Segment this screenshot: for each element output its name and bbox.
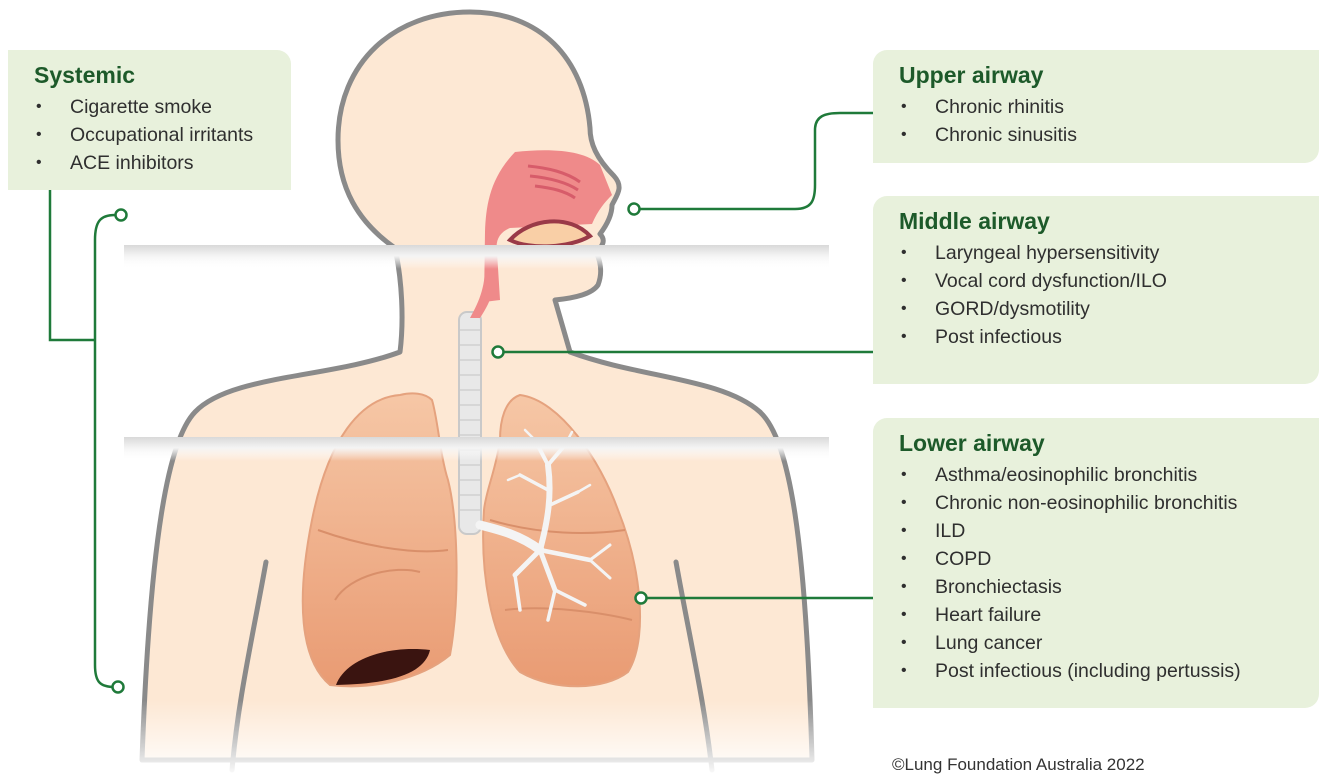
copyright-notice: ©Lung Foundation Australia 2022 (892, 755, 1145, 775)
list-item: Cigarette smoke (34, 93, 291, 121)
middle-airway-list: Laryngeal hypersensitivity Vocal cord dy… (899, 239, 1319, 351)
middle-airway-box: Middle airway Laryngeal hypersensitivity… (873, 196, 1319, 384)
systemic-list: Cigarette smoke Occupational irritants A… (34, 93, 291, 177)
list-item: Heart failure (899, 601, 1319, 629)
upper-level-band (124, 245, 829, 269)
lower-airway-list: Asthma/eosinophilic bronchitis Chronic n… (899, 461, 1319, 685)
upper-airway-title: Upper airway (899, 62, 1319, 89)
systemic-connector (50, 190, 95, 340)
list-item: Post infectious (including pertussis) (899, 657, 1319, 685)
systemic-title: Systemic (34, 62, 291, 89)
middle-airway-title: Middle airway (899, 208, 1319, 235)
list-item: GORD/dysmotility (899, 295, 1319, 323)
lower-airway-box: Lower airway Asthma/eosinophilic bronchi… (873, 418, 1319, 708)
list-item: Chronic sinusitis (899, 121, 1319, 149)
systemic-bracket (95, 215, 115, 687)
upper-airway-list: Chronic rhinitis Chronic sinusitis (899, 93, 1319, 149)
list-item: COPD (899, 545, 1319, 573)
lower-connector-dot (636, 593, 647, 604)
list-item: Bronchiectasis (899, 573, 1319, 601)
list-item: Asthma/eosinophilic bronchitis (899, 461, 1319, 489)
list-item: Occupational irritants (34, 121, 291, 149)
lower-airway-title: Lower airway (899, 430, 1319, 457)
list-item: Chronic rhinitis (899, 93, 1319, 121)
list-item: Lung cancer (899, 629, 1319, 657)
systemic-top-dot (116, 210, 127, 221)
middle-connector-dot (493, 347, 504, 358)
list-item: ACE inhibitors (34, 149, 291, 177)
list-item: Vocal cord dysfunction/ILO (899, 267, 1319, 295)
list-item: Chronic non-eosinophilic bronchitis (899, 489, 1319, 517)
list-item: ILD (899, 517, 1319, 545)
systemic-box: Systemic Cigarette smoke Occupational ir… (8, 50, 291, 190)
upper-airway-box: Upper airway Chronic rhinitis Chronic si… (873, 50, 1319, 163)
lower-level-band (124, 437, 829, 461)
upper-connector (640, 113, 873, 209)
systemic-bottom-dot (113, 682, 124, 693)
list-item: Post infectious (899, 323, 1319, 351)
list-item: Laryngeal hypersensitivity (899, 239, 1319, 267)
upper-connector-dot (629, 204, 640, 215)
